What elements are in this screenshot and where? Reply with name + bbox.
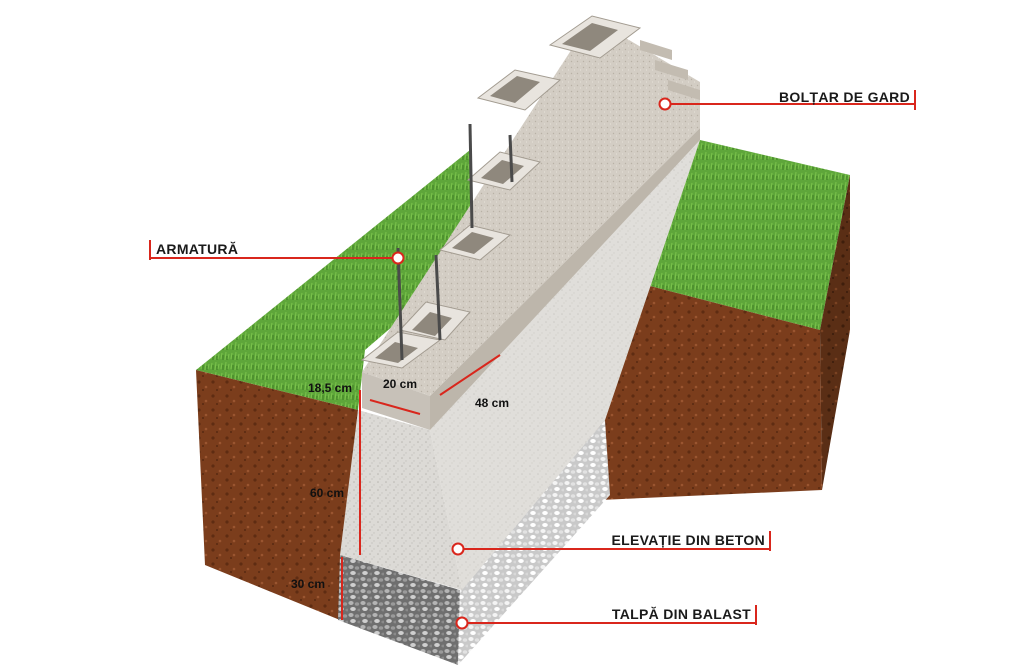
- dim-wall-thickness: 18,5 cm: [308, 381, 352, 395]
- callout-armatura: ARMATURĂ: [149, 240, 405, 265]
- callout-talpa: TALPĂ DIN BALAST: [455, 605, 757, 630]
- callout-boltar: BOLȚAR DE GARD: [658, 89, 916, 111]
- block-wall: [360, 15, 700, 430]
- dim-line-length: [439, 354, 501, 396]
- dimension-lines: [341, 354, 501, 620]
- callout-elevatie: ELEVAȚIE DIN BETON: [451, 531, 771, 556]
- label-elevatie: ELEVAȚIE DIN BETON: [612, 532, 765, 548]
- dim-line-width: [369, 399, 421, 415]
- label-talpa: TALPĂ DIN BALAST: [612, 606, 751, 622]
- dim-block-width: 20 cm: [383, 377, 417, 391]
- callout-dot: [455, 616, 469, 630]
- dim-block-length: 48 cm: [475, 396, 509, 410]
- dim-footing-height: 30 cm: [291, 577, 325, 591]
- right-soil-block: [588, 140, 850, 500]
- callout-dot: [391, 251, 405, 265]
- gravel-footing: [338, 420, 610, 665]
- callout-dot: [451, 542, 465, 556]
- label-armatura: ARMATURĂ: [156, 241, 238, 257]
- dim-elevation-height: 60 cm: [310, 486, 344, 500]
- callout-dot: [658, 97, 672, 111]
- label-boltar: BOLȚAR DE GARD: [779, 89, 910, 105]
- left-soil-block: [196, 150, 470, 620]
- concrete-elevation: [340, 140, 700, 590]
